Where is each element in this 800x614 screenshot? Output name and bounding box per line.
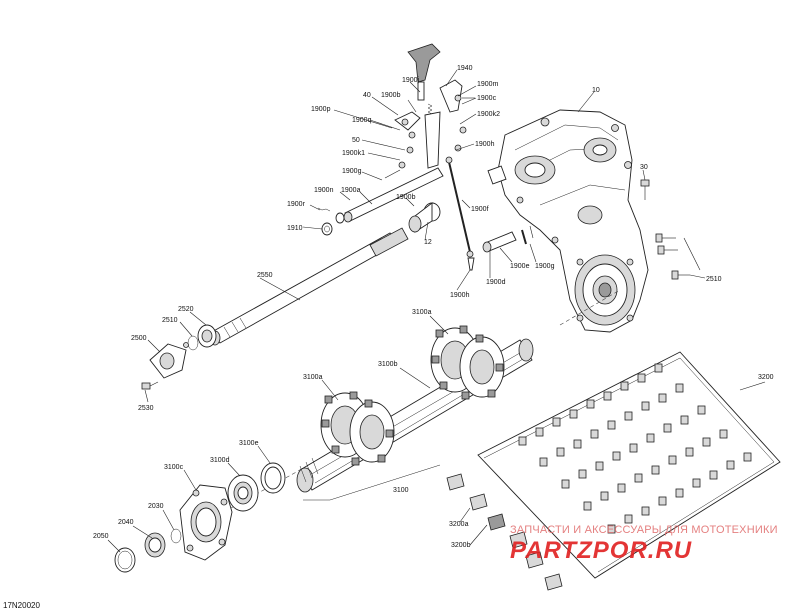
label-1900p: 1900p	[311, 106, 331, 113]
label-1900b-top: 1900b	[381, 92, 401, 99]
label-2510-left: 2510	[162, 317, 178, 324]
label-1900g-right: 1900g	[535, 263, 555, 270]
label-1900m: 1900m	[477, 81, 499, 88]
label-3200: 3200	[758, 374, 774, 381]
label-1910: 1910	[287, 225, 303, 232]
label-1900h-top: 1900h	[475, 141, 495, 148]
watermark-logo: PARTZPOR.RU	[510, 537, 693, 564]
label-1900n: 1900n	[314, 187, 334, 194]
label-3200b: 3200b	[451, 542, 471, 549]
label-3100d: 3100d	[210, 457, 230, 464]
part-labels: 1940 1900j 1900m 1900c 1900k2 40 1900b 1…	[93, 65, 774, 549]
label-1900q: 1900q	[352, 117, 372, 124]
bolts-right	[640, 179, 706, 280]
drive-sprocket-shaft	[199, 289, 621, 526]
label-1900j: 1900j	[402, 77, 420, 84]
label-12: 12	[424, 239, 432, 246]
label-2520: 2520	[178, 306, 194, 313]
label-3100c: 3100c	[164, 464, 184, 471]
label-1900a: 1900a	[341, 187, 361, 194]
label-40: 40	[363, 92, 371, 99]
label-3100a: 3100a	[412, 309, 432, 316]
gearbox-housing	[487, 109, 649, 333]
left-bearing-stack	[114, 462, 286, 573]
loose-track-clips	[446, 473, 563, 591]
label-2550: 2550	[257, 272, 273, 279]
sprocket-right	[430, 325, 505, 400]
label-2030: 2030	[148, 503, 164, 510]
label-3100a-left: 3100a	[303, 374, 323, 381]
label-2510-right: 2510	[706, 276, 722, 283]
leader-lines	[107, 69, 766, 553]
label-2050: 2050	[93, 533, 109, 540]
label-1900k1: 1900k1	[342, 150, 365, 157]
watermark-text: ЗАПЧАСТИ И АКСЕССУАРЫ ДЛЯ МОТОТЕХНИКИ	[510, 524, 778, 536]
label-1900k2: 1900k2	[477, 111, 500, 118]
label-2040: 2040	[118, 519, 134, 526]
label-3100b: 3100b	[378, 361, 398, 368]
label-3200a: 3200a	[449, 521, 469, 528]
label-1900r: 1900r	[287, 201, 306, 208]
output-shaft	[141, 227, 409, 390]
label-50: 50	[352, 137, 360, 144]
label-1900b-mid: 1900b	[396, 194, 416, 201]
track-belt	[477, 351, 781, 579]
label-1940: 1940	[457, 65, 473, 72]
label-1900h-bottom: 1900h	[450, 292, 470, 299]
label-1900f: 1900f	[471, 206, 489, 213]
label-1900e: 1900e	[510, 263, 530, 270]
label-10: 10	[592, 87, 600, 94]
shift-lever-assembly	[317, 43, 534, 271]
document-code: 17N20020	[3, 601, 40, 610]
track-clips	[518, 363, 752, 534]
label-3100: 3100	[393, 487, 409, 494]
label-1900d: 1900d	[486, 279, 506, 286]
label-30: 30	[640, 164, 648, 171]
label-3100e: 3100e	[239, 440, 259, 447]
label-1900g-left: 1900g	[342, 168, 362, 175]
sprocket-left	[320, 391, 395, 466]
label-1900c: 1900c	[477, 95, 497, 102]
label-2530: 2530	[138, 405, 154, 412]
label-2500: 2500	[131, 335, 147, 342]
